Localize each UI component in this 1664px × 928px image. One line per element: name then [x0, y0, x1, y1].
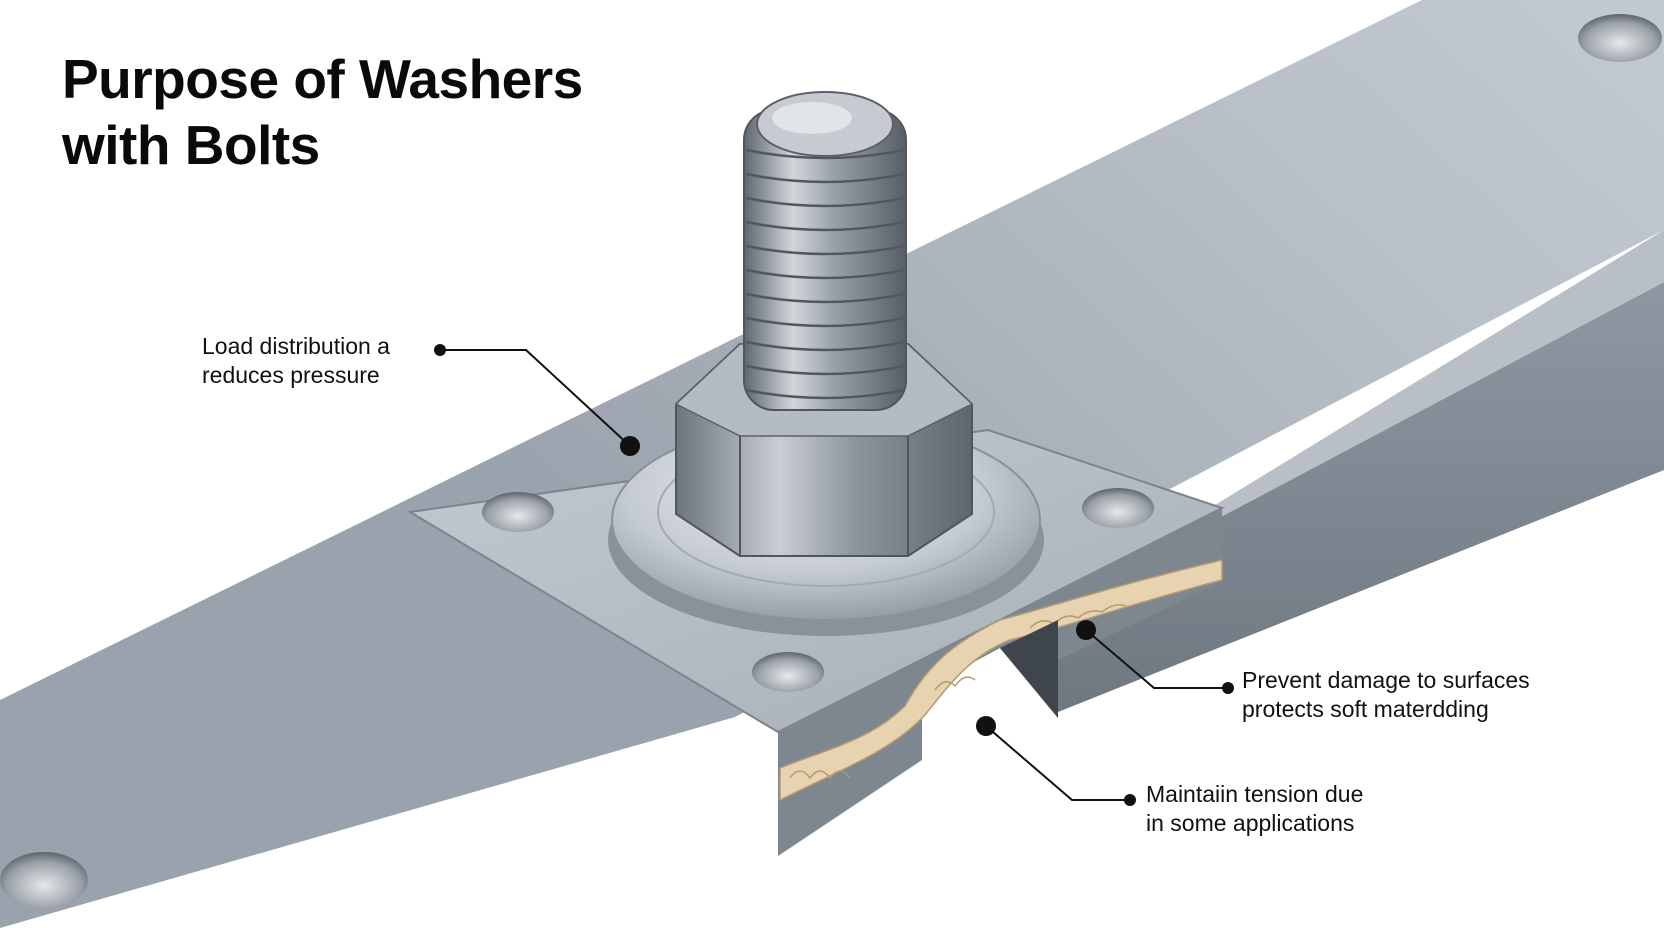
bar-side-face-right — [1058, 282, 1664, 712]
callout-load-line-2: reduces pressure — [202, 362, 380, 388]
bar-top-face-right — [1215, 230, 1664, 520]
leader-line-tension — [976, 716, 1136, 806]
bolt-end-highlight — [772, 102, 852, 134]
callout-maintain-tension: Maintaiin tension due in some applicatio… — [1146, 780, 1363, 838]
plate-groove — [1000, 620, 1058, 718]
callout-prevent-damage: Prevent damage to surfaces protects soft… — [1242, 666, 1530, 724]
leader-line-damage — [1076, 620, 1234, 694]
page-title: Purpose of Washers with Bolts — [62, 46, 583, 178]
title-line-1: Purpose of Washers — [62, 48, 583, 110]
bolt-threads — [745, 148, 905, 400]
soft-material-texture — [789, 604, 1127, 780]
callout-damage-line-2: protects soft materdding — [1242, 696, 1489, 722]
callout-tension-line-1: Maintaiin tension due — [1146, 781, 1364, 807]
plate-hole-icon — [482, 492, 554, 532]
bar-hole-icon — [1578, 14, 1662, 62]
plate-hole-icon — [752, 652, 824, 692]
callout-load-distribution: Load distribution a reduces pressure — [202, 332, 390, 390]
title-line-2: with Bolts — [62, 114, 320, 176]
callout-load-line-1: Load distribution a — [202, 333, 390, 359]
leader-line-load — [434, 344, 640, 456]
callout-damage-line-1: Prevent damage to surfaces — [1242, 667, 1530, 693]
plate-hole-icon — [1082, 488, 1154, 528]
soft-material-layer — [779, 559, 1223, 802]
bar-hole-icon — [0, 852, 88, 908]
callout-tension-line-2: in some applications — [1146, 810, 1355, 836]
